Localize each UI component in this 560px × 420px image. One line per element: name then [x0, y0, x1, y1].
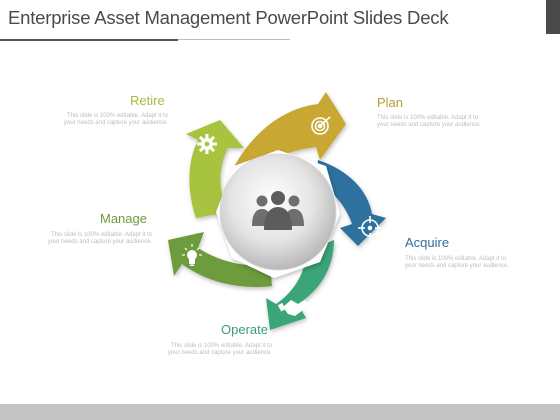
operate-label: Operate: [221, 322, 268, 337]
gear-icon: [197, 134, 217, 154]
manage-arrow: [168, 232, 272, 288]
footer-bar: [0, 404, 560, 420]
manage-label: Manage: [100, 211, 147, 226]
title-underline-dark: [0, 39, 178, 41]
lightbulb-icon: [182, 244, 202, 266]
manage-description: This slide is 100% editable. Adapt it to…: [47, 232, 152, 245]
acquire-description: This slide is 100% editable. Adapt it to…: [405, 256, 510, 269]
acquire-arrow: [316, 160, 386, 246]
crosshair-icon: [358, 216, 382, 240]
plan-label: Plan: [377, 95, 404, 110]
target-icon: [311, 116, 331, 135]
operate-description: This slide is 100% editable. Adapt it to…: [167, 343, 272, 356]
corner-block: [546, 0, 560, 34]
people-group-icon: [252, 191, 304, 230]
handshake-icon: [277, 300, 309, 316]
plan-description: This slide is 100% editable. Adapt it to…: [377, 115, 482, 128]
plan-arrow: [235, 92, 346, 170]
title-underline-light: [178, 39, 290, 40]
acquire-label: Acquire: [405, 235, 450, 250]
title: Enterprise Asset Management PowerPoint S…: [8, 7, 449, 28]
retire-label: Retire: [130, 93, 165, 108]
retire-description: This slide is 100% editable. Adapt it to…: [63, 113, 168, 126]
